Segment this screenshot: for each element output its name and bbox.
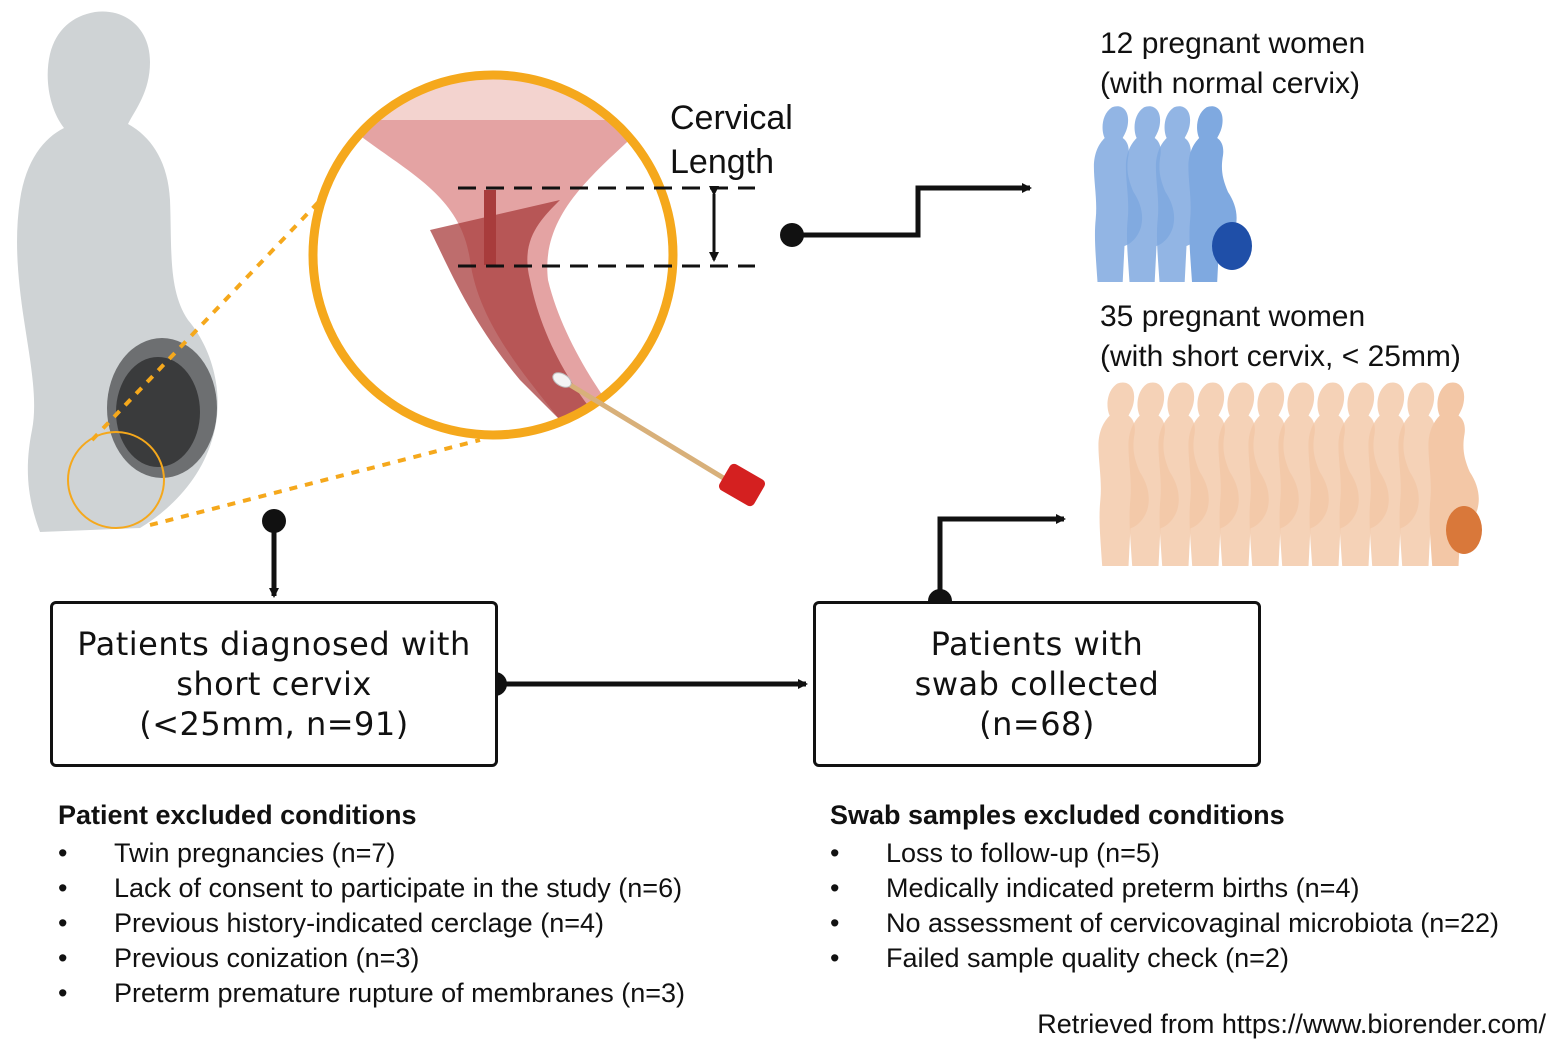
normal-group-count: 12 pregnant women [1100,27,1366,60]
cervical-length-label: Cervical Length [670,96,793,184]
diagnosed-box-line-2: short cervix [176,665,372,703]
bullet: • [58,978,68,1008]
swab-box-line-1: Patients with [930,625,1144,663]
patient-excluded-title: Patient excluded conditions [58,800,417,830]
list-item: •Twin pregnancies (n=7) [58,836,685,871]
swab-excluded-list: •Loss to follow-up (n=5) •Medically indi… [830,836,1499,976]
swab-box-line-3: (n=68) [979,705,1095,743]
list-item: •Previous history-indicated cerclage (n=… [58,906,685,941]
bullet: • [830,838,840,868]
list-item: •Previous conization (n=3) [58,941,685,976]
bullet: • [58,908,68,938]
list-item: •No assessment of cervicovaginal microbi… [830,906,1499,941]
bullet: • [58,943,68,973]
diagnosed-box-line-3: (<25mm, n=91) [139,705,409,743]
cervix-magnifier [308,70,678,440]
swab-collected-box: Patients with swab collected (n=68) [813,601,1261,767]
list-item: •Lack of consent to participate in the s… [58,871,685,906]
bullet: • [830,908,840,938]
connector-to-short-group [928,514,1066,613]
bullet: • [830,943,840,973]
list-item: •Loss to follow-up (n=5) [830,836,1499,871]
normal-group-figures [1093,106,1252,282]
swab-excluded-title: Swab samples excluded conditions [830,800,1285,830]
short-group-figures [1098,382,1482,566]
pregnant-woman-illustration [17,11,218,532]
list-item: •Failed sample quality check (n=2) [830,941,1499,976]
cervical-length-measure [458,186,755,268]
connector-to-diagnosed-box [262,509,286,598]
connector-diagnosed-to-swab [483,672,808,696]
credit-text: Retrieved from https://www.biorender.com… [1037,1009,1546,1039]
short-group-description: (with short cervix, < 25mm) [1100,340,1461,373]
cervical-length-label-line-2: Length [670,143,774,181]
list-item: •Medically indicated preterm births (n=4… [830,871,1499,906]
patient-excluded-list: •Twin pregnancies (n=7) •Lack of consent… [58,836,685,1011]
connector-to-normal-group [780,183,1032,247]
bullet: • [58,873,68,903]
swab-box-line-2: swab collected [914,665,1160,703]
normal-group-description: (with normal cervix) [1100,67,1361,100]
list-item: •Preterm premature rupture of membranes … [58,976,685,1011]
diagnosed-short-cervix-box: Patients diagnosed with short cervix (<2… [50,601,498,767]
short-group-count: 35 pregnant women [1100,300,1366,333]
short-group-label: 35 pregnant women (with short cervix, < … [1100,297,1461,377]
normal-group-label: 12 pregnant women (with normal cervix) [1100,24,1365,104]
short-group-fetus-highlight [1446,506,1482,554]
bullet: • [58,838,68,868]
cervical-length-label-line-1: Cervical [670,99,793,137]
diagnosed-box-line-1: Patients diagnosed with [77,625,471,663]
swab-illustration [552,372,765,507]
bullet: • [830,873,840,903]
